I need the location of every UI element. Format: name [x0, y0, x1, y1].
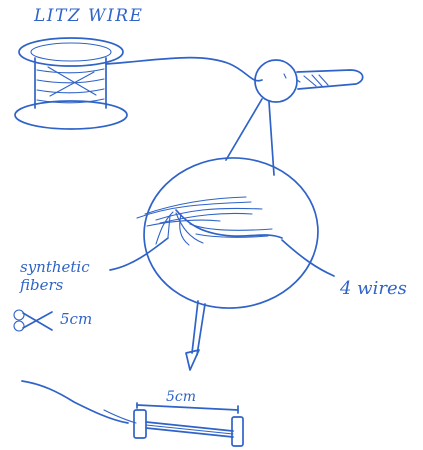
magnifier-circle-icon: [137, 152, 323, 314]
wires-label: 4 wires: [340, 280, 407, 298]
sample-length-label: 5cm: [166, 390, 196, 404]
probe-icon: [226, 60, 363, 175]
diagram-title: LITZ WIRE: [34, 8, 143, 25]
synthetic-fibers-label: synthetic fibers: [20, 258, 116, 294]
synthetic-fibers-leader: [110, 238, 168, 270]
scissors-icon: [14, 310, 52, 331]
sample-segment-icon: [22, 381, 243, 446]
spool-icon: [15, 38, 262, 129]
wires-leader: [282, 240, 334, 276]
cut-length-label: 5cm: [60, 312, 92, 327]
arrow-down-icon: [186, 301, 205, 370]
